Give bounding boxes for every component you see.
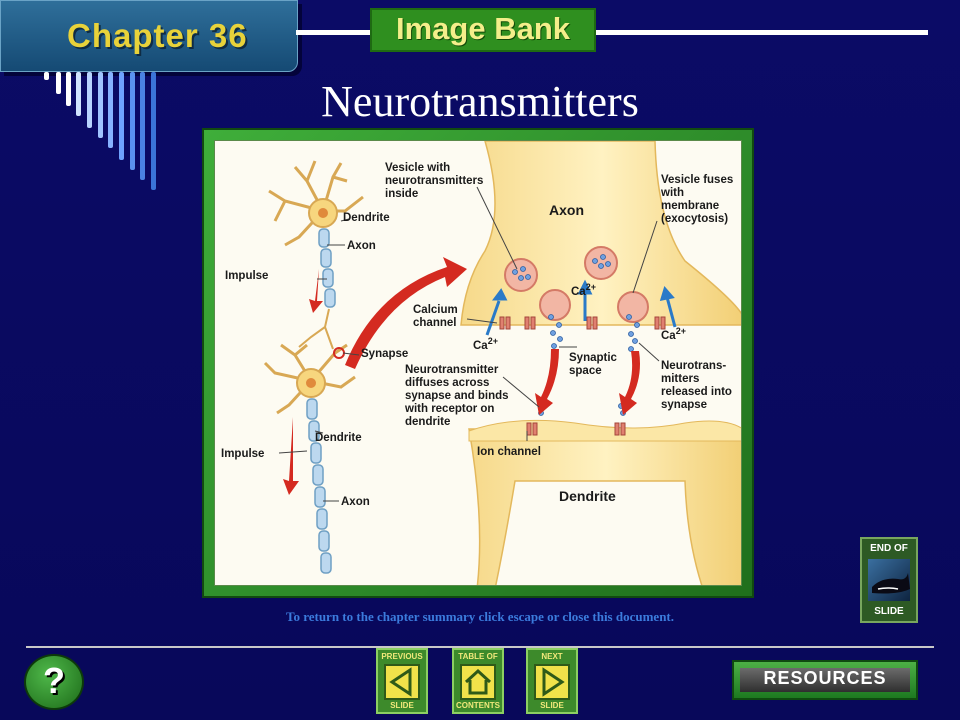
neuron-top-axon bbox=[318, 228, 336, 308]
decor-bar bbox=[130, 72, 135, 170]
decor-bar bbox=[98, 72, 103, 138]
decor-bar bbox=[56, 72, 61, 94]
label-impulse-top: Impulse bbox=[225, 270, 268, 282]
table-of-contents-button[interactable]: TABLE OF CONTENTS bbox=[452, 648, 504, 714]
next-slide-button[interactable]: NEXT SLIDE bbox=[526, 648, 578, 714]
vesicle bbox=[584, 246, 618, 280]
end-of-slide-label-2: SLIDE bbox=[874, 606, 904, 617]
help-button[interactable]: ? bbox=[24, 654, 84, 710]
page-title: Neurotransmitters bbox=[321, 77, 639, 126]
resources-button[interactable]: RESOURCES bbox=[732, 660, 918, 700]
arrow-right-icon bbox=[534, 664, 570, 700]
vesicle bbox=[504, 258, 538, 292]
label-calcium-channel-1: Calcium bbox=[413, 304, 458, 316]
neuron-top-dendrites bbox=[268, 160, 364, 247]
synapse-illustration: Dendrite Axon Impulse Synapse Dendrite I… bbox=[221, 141, 741, 585]
decor-bar bbox=[140, 72, 145, 180]
whale-icon bbox=[868, 559, 910, 601]
decor-bar bbox=[76, 72, 81, 116]
label-nt-released-2: mitters bbox=[661, 373, 699, 385]
dendrite-shape bbox=[468, 428, 741, 585]
label-synaptic-space-1: Synaptic bbox=[569, 352, 618, 364]
decor-bar bbox=[66, 72, 71, 106]
label-vesicle-fuses-1: Vesicle fuses bbox=[661, 174, 733, 186]
label-axon-bottom: Axon bbox=[341, 496, 370, 508]
decor-bar bbox=[151, 72, 156, 190]
label-ca-right: Ca2+ bbox=[661, 326, 686, 342]
label-dendrite-terminal: Dendrite bbox=[559, 488, 616, 504]
label-ca-center: Ca2+ bbox=[571, 282, 596, 298]
return-instruction: To return to the chapter summary click e… bbox=[285, 609, 675, 624]
image-bank-banner: Image Bank bbox=[370, 8, 596, 52]
leader-lines bbox=[278, 186, 660, 502]
label-nt-released-1: Neurotrans- bbox=[661, 360, 726, 372]
previous-label-top: PREVIOUS bbox=[381, 652, 423, 661]
previous-slide-button[interactable]: PREVIOUS SLIDE bbox=[376, 648, 428, 714]
neuron-top-nucleus bbox=[318, 208, 328, 218]
red-arrows bbox=[283, 257, 640, 495]
vesicle bbox=[539, 289, 571, 321]
end-of-slide-label-1: END OF bbox=[870, 543, 908, 554]
label-dendrite-bottom: Dendrite bbox=[315, 432, 362, 444]
membrane-channels bbox=[499, 316, 666, 436]
label-vesicle-2: neurotransmitters bbox=[385, 175, 483, 187]
label-vesicle-1: Vesicle with bbox=[385, 162, 450, 174]
label-ion-channel: Ion channel bbox=[477, 446, 541, 458]
banner-line-left bbox=[296, 30, 370, 35]
toc-label-top: TABLE OF bbox=[458, 652, 498, 661]
chapter-label: Chapter 36 bbox=[67, 17, 248, 54]
image-bank-label: Image Bank bbox=[395, 11, 570, 46]
home-icon bbox=[460, 664, 496, 700]
previous-label-bottom: SLIDE bbox=[390, 701, 414, 710]
image-frame: Dendrite Axon Impulse Synapse Dendrite I… bbox=[202, 128, 754, 598]
next-label-bottom: SLIDE bbox=[540, 701, 564, 710]
resources-label: RESOURCES bbox=[763, 668, 887, 688]
label-impulse-bottom: Impulse bbox=[221, 448, 264, 460]
label-vesicle-3: inside bbox=[385, 188, 418, 200]
chapter-tab: Chapter 36 bbox=[0, 0, 298, 72]
end-of-slide-button[interactable]: END OF SLIDE bbox=[860, 537, 918, 623]
resources-inner: RESOURCES bbox=[740, 668, 910, 692]
help-label: ? bbox=[43, 660, 65, 701]
label-nt-diffuses-2: diffuses across bbox=[405, 377, 489, 389]
label-nt-released-4: synapse bbox=[661, 399, 707, 411]
label-axon-top: Axon bbox=[347, 240, 376, 252]
vesicle bbox=[617, 291, 649, 323]
neurotransmitter-dots bbox=[512, 254, 640, 416]
decor-bar bbox=[108, 72, 113, 148]
label-nt-diffuses-3: synapse and binds bbox=[405, 390, 509, 402]
next-label-top: NEXT bbox=[541, 652, 563, 661]
label-vesicle-fuses-4: (exocytosis) bbox=[661, 213, 728, 225]
label-synapse: Synapse bbox=[361, 348, 408, 360]
decor-bar bbox=[119, 72, 124, 160]
label-synaptic-space-2: space bbox=[569, 365, 602, 377]
arrow-left-icon bbox=[384, 664, 420, 700]
toc-label-bottom: CONTENTS bbox=[456, 701, 500, 710]
label-ca-left: Ca2+ bbox=[473, 336, 498, 352]
label-nt-diffuses-1: Neurotransmitter bbox=[405, 364, 499, 376]
decor-bar bbox=[87, 72, 92, 128]
dendrite-top-cap bbox=[468, 419, 741, 442]
synapse-diagram: Dendrite Axon Impulse Synapse Dendrite I… bbox=[214, 140, 742, 586]
footer-divider bbox=[26, 646, 934, 648]
label-nt-diffuses-4: with receptor on bbox=[404, 403, 494, 415]
neuron-bottom-nucleus bbox=[306, 378, 316, 388]
neuron-bottom-axon bbox=[306, 398, 332, 574]
label-calcium-channel-2: channel bbox=[413, 317, 456, 329]
label-nt-released-3: released into bbox=[661, 386, 732, 398]
label-dendrite-top: Dendrite bbox=[343, 212, 390, 224]
calcium-arrows bbox=[485, 279, 677, 336]
label-nt-diffuses-5: dendrite bbox=[405, 416, 450, 428]
banner-line-right bbox=[592, 30, 928, 35]
label-vesicle-fuses-3: membrane bbox=[661, 200, 719, 212]
decor-bar bbox=[44, 72, 49, 80]
whale-graphic bbox=[872, 573, 910, 594]
label-axon-terminal: Axon bbox=[549, 202, 584, 218]
label-vesicle-fuses-2: with bbox=[660, 187, 684, 199]
axon-terminals bbox=[298, 308, 334, 350]
